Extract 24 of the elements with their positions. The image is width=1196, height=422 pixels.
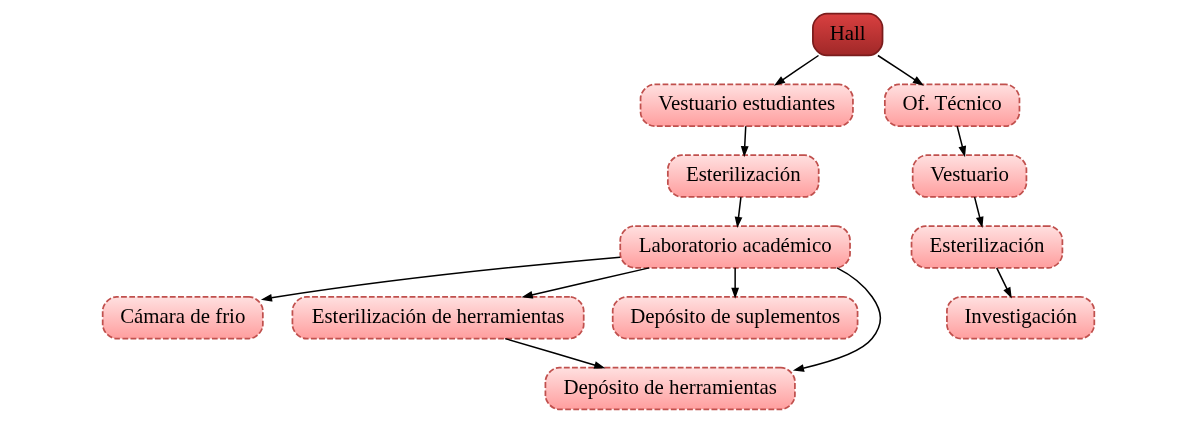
node-box: Of. Técnico bbox=[883, 83, 1020, 127]
node-box: Investigación bbox=[945, 295, 1095, 339]
arrow bbox=[955, 125, 966, 157]
arrow bbox=[876, 54, 924, 86]
node-box: Depósito de herramientas bbox=[544, 366, 796, 410]
arrow bbox=[730, 266, 739, 299]
arrow bbox=[734, 195, 742, 228]
arrow bbox=[973, 195, 983, 228]
arrow bbox=[740, 125, 749, 157]
arrow bbox=[521, 266, 650, 299]
arrow bbox=[773, 54, 819, 86]
node-box: Vestuario estudiantes bbox=[639, 83, 854, 127]
node-box: Depósito de suplementos bbox=[611, 295, 858, 339]
node-box: Cámara de frio bbox=[101, 295, 264, 339]
node-box: Esterilización bbox=[910, 224, 1063, 269]
arrow bbox=[792, 266, 881, 372]
node-box: Vestuario bbox=[911, 153, 1027, 198]
node-box: Esterilización de herramientas bbox=[291, 295, 585, 339]
arrow bbox=[503, 337, 605, 369]
node-box: Esterilización bbox=[666, 153, 820, 198]
node-box: Hall bbox=[811, 12, 883, 56]
arrow bbox=[995, 266, 1012, 299]
arrow bbox=[260, 255, 621, 302]
node-box: Laboratorio académico bbox=[618, 224, 851, 269]
